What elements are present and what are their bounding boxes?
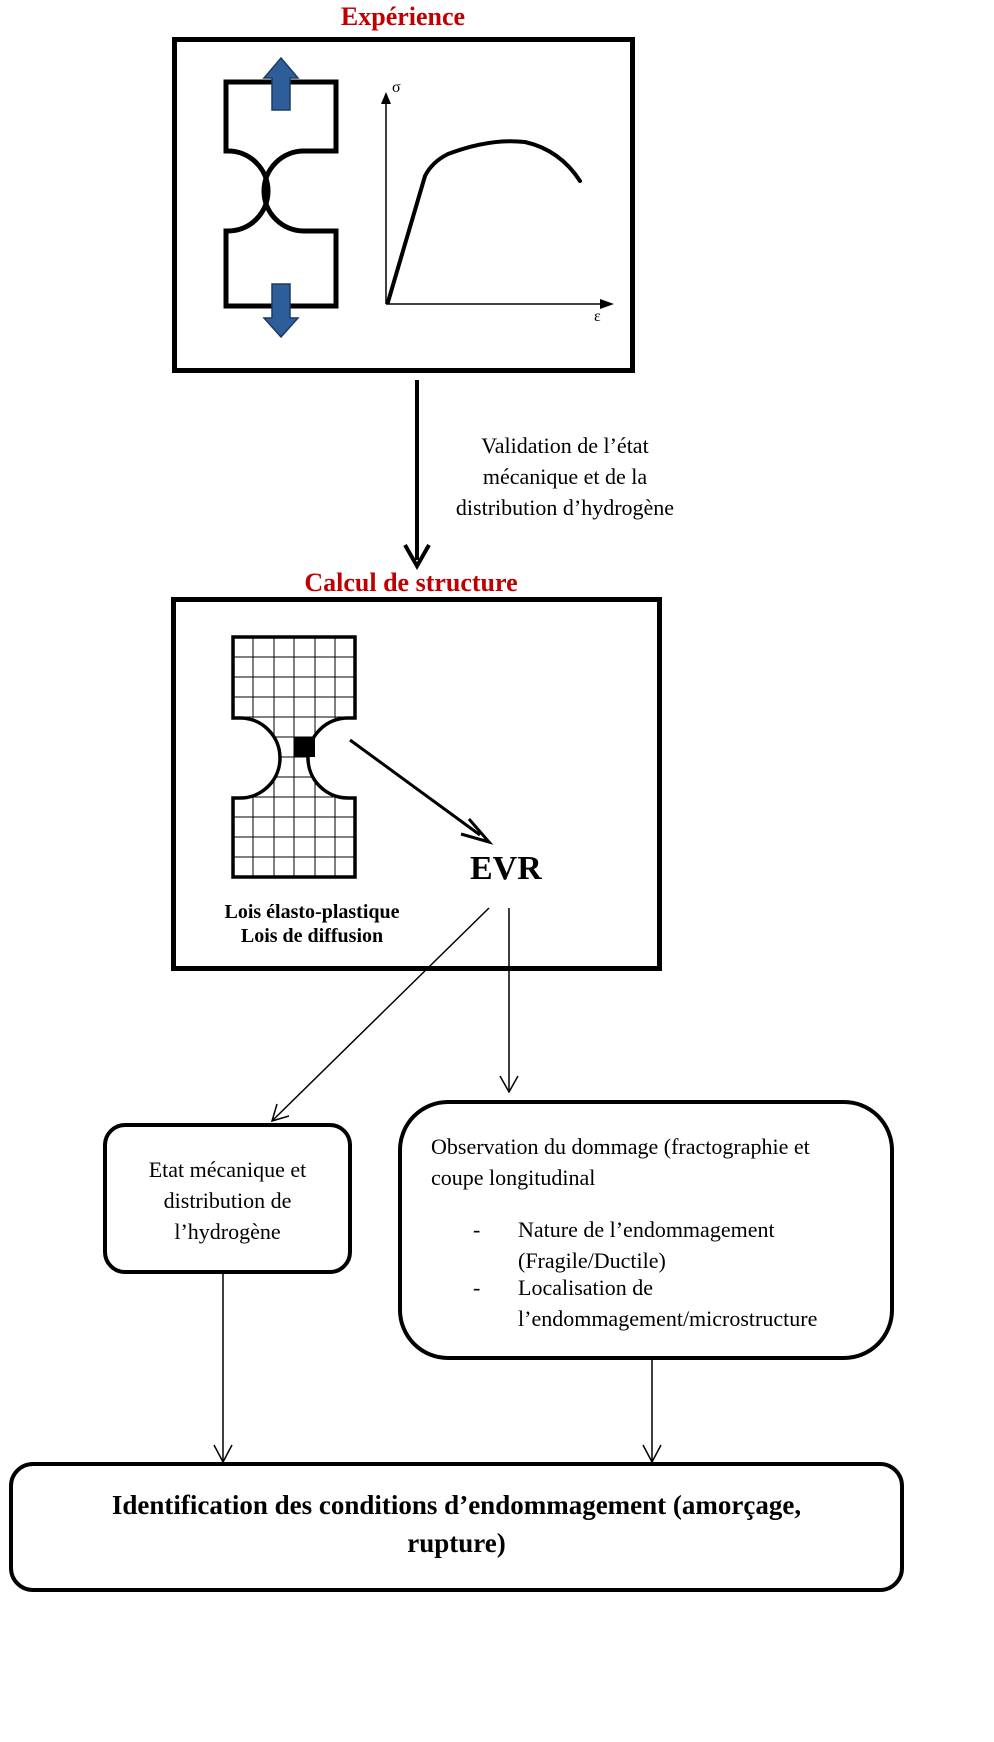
identification-box [9,1462,904,1592]
epsilon-label: ε [594,308,601,325]
sigma-axis-arrowhead-icon [381,92,391,104]
validation-text: Validation de l’état mécanique et de la … [420,430,710,523]
sigma-label: σ [392,79,401,96]
evr-to-observation-arrow-head-icon [499,1075,519,1094]
bullet-2-line-1: Localisation de [518,1275,654,1300]
validation-line-2: mécanique et de la [482,464,648,489]
structure-title: Calcul de structure [304,568,518,597]
tension-arrow-down-icon [262,283,300,339]
validation-arrow-head-icon [403,544,431,571]
observation-intro: Observation du dommage (fractographie et… [431,1131,881,1193]
stress-strain-curve [386,139,582,304]
etat-line-3: l’hydrogène [174,1219,281,1244]
identification-text: Identification des conditions d’endommag… [13,1486,900,1562]
validation-line-1: Validation de l’état [481,433,649,458]
meshed-specimen [231,635,357,879]
observation-intro-line-1: Observation du dommage (fractographie et [431,1134,810,1159]
law-diffusion: Lois de diffusion [240,925,384,947]
etat-text: Etat mécanique et distribution de l’hydr… [107,1154,348,1247]
tensile-specimen [223,79,339,309]
bullet-mark: - [473,1275,481,1300]
etat-line-2: distribution de [163,1188,292,1213]
bullet-2-line-2: l’endommagement/microstructure [518,1306,818,1331]
evr-arrow-head-icon [460,818,494,845]
evr-to-etat-arrow-head-icon [270,1103,290,1123]
experience-box [172,37,635,373]
epsilon-axis-arrowhead-icon [600,299,614,309]
validation-line-3: distribution d’hydrogène [455,495,675,520]
bullet-mark: - [473,1217,481,1242]
bullet-1-line-1: Nature de l’endommagement [518,1217,775,1242]
evr-arrow [349,738,481,837]
law-elasto-plastic: Lois élasto-plastique [224,901,400,923]
evr-label: EVR [470,850,542,887]
observation-intro-line-2: coupe longitudinal [431,1165,596,1190]
tension-arrow-up-icon [262,56,300,111]
evr-to-etat-arrow [272,907,490,1121]
etat-line-1: Etat mécanique et [148,1157,307,1182]
etat-box [103,1123,352,1274]
experience-title: Expérience [340,2,466,31]
identification-line-2: rupture) [407,1528,506,1558]
bullet-1-line-2: (Fragile/Ductile) [518,1248,666,1273]
identification-line-1: Identification des conditions d’endommag… [111,1490,802,1520]
laws-text: Lois élasto-plastique Lois de diffusion [200,900,424,948]
observation-box [398,1100,894,1360]
